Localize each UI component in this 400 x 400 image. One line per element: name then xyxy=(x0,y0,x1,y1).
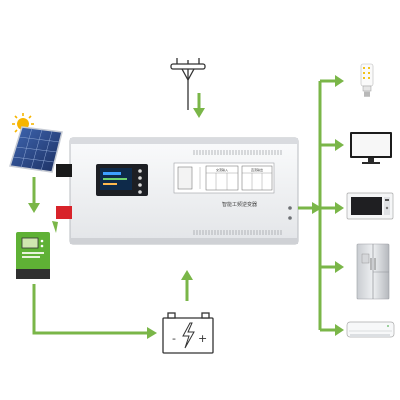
battery-plus: + xyxy=(198,332,207,345)
solar-panel-icon xyxy=(9,126,63,173)
refrigerator-icon xyxy=(356,243,390,300)
lcd-display xyxy=(96,164,148,196)
air-conditioner-icon xyxy=(346,321,395,338)
load-distribution-bus xyxy=(318,79,337,332)
inverter-unit: 交流输入 直流输出 智能工频逆变器 xyxy=(56,137,299,245)
arrow-inverter-to-loads xyxy=(298,202,322,214)
battery-minus: - xyxy=(172,332,176,345)
panel-header-dc-output: 直流输出 xyxy=(251,167,263,172)
utility-pole-icon xyxy=(170,58,206,110)
vent-grille-top xyxy=(193,150,282,155)
arrow-charger-to-inverter xyxy=(52,221,58,233)
panel-header-ac-input: 交流输入 xyxy=(216,167,228,172)
load-arrowheads xyxy=(335,75,344,336)
dc-terminal-red xyxy=(56,206,72,219)
io-panel: 交流输入 直流输出 xyxy=(173,162,275,194)
led-bulb-icon xyxy=(360,63,374,97)
charge-controller-icon xyxy=(16,232,50,279)
lightning-bolt-icon xyxy=(182,322,195,349)
monitor-icon xyxy=(350,132,392,164)
product-label: 智能工频逆变器 xyxy=(222,201,257,208)
dc-terminal-black xyxy=(56,164,72,177)
arrow-solar-to-charger xyxy=(28,177,40,213)
arrow-grid-to-inverter xyxy=(193,93,205,118)
microwave-icon xyxy=(346,192,394,220)
vent-grille-bottom xyxy=(193,230,282,235)
arrow-battery-to-inverter xyxy=(181,270,193,301)
arrow-charger-to-battery xyxy=(32,284,157,339)
